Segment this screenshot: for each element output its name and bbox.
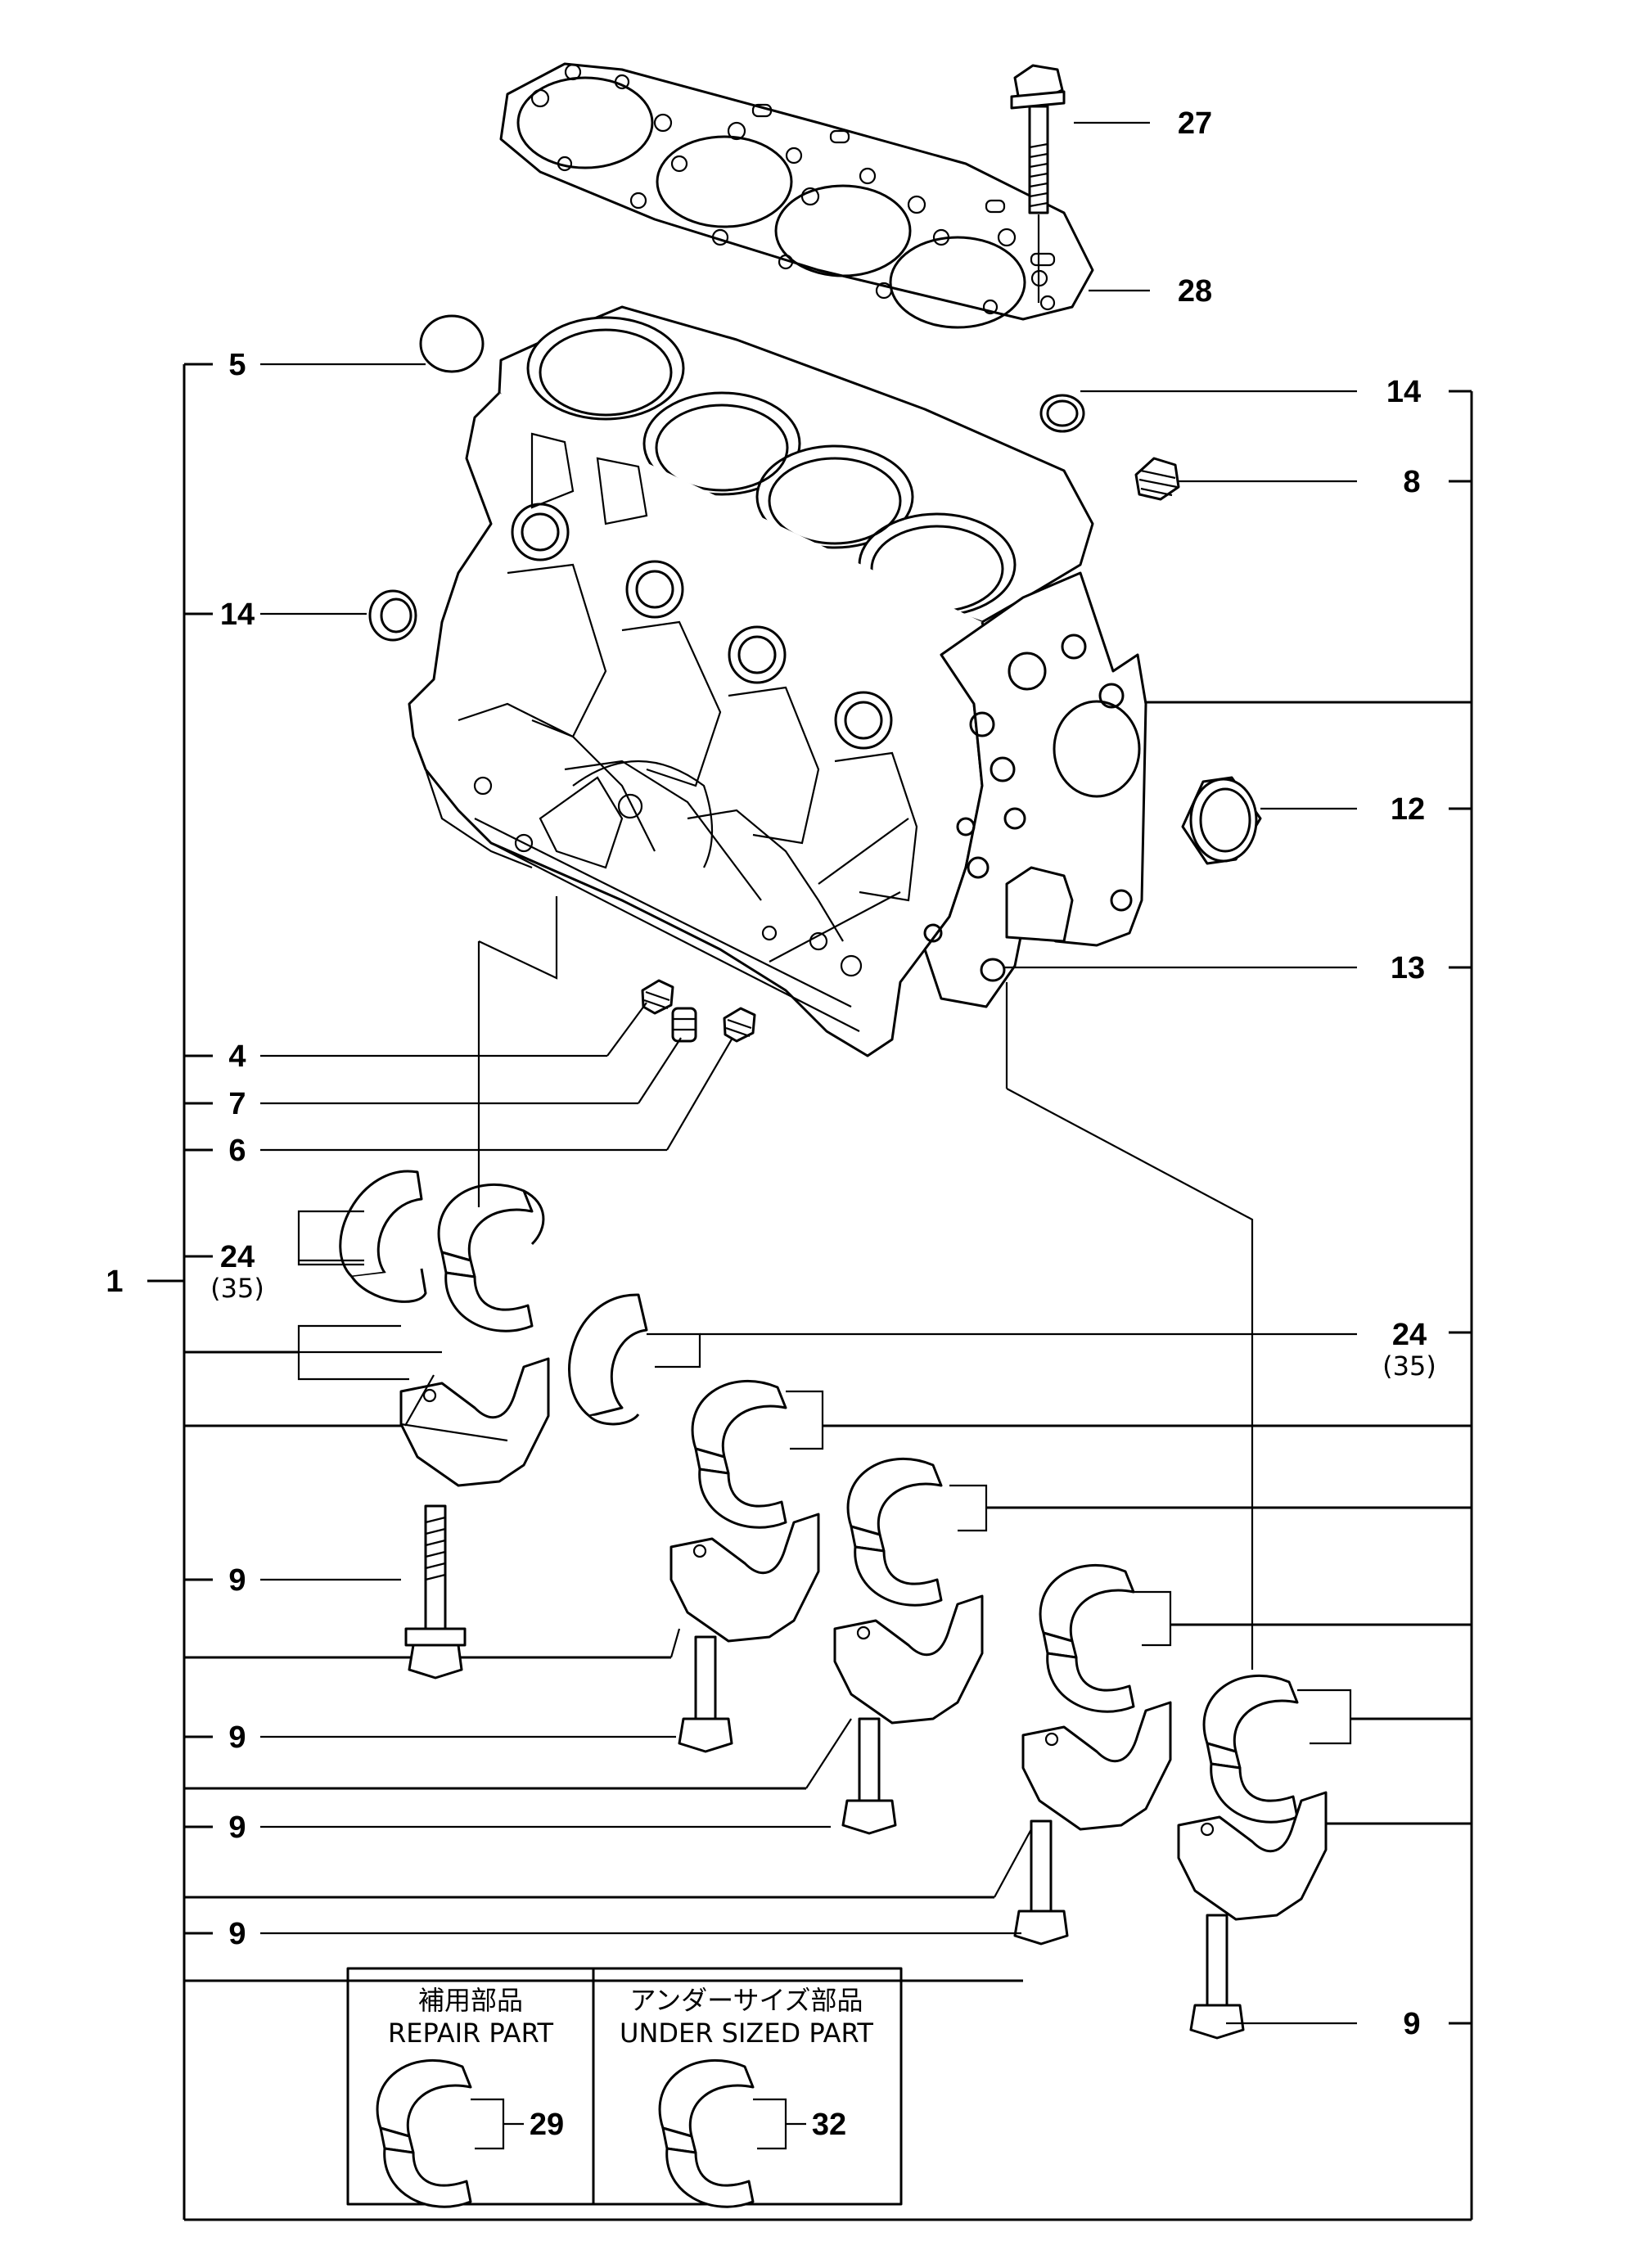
- label-13: 13: [1391, 951, 1425, 985]
- label-24-right: 24: [1392, 1318, 1427, 1352]
- label-9-a: 9: [228, 1563, 246, 1598]
- leader-lines: [260, 121, 1357, 2025]
- label-5: 5: [228, 348, 246, 382]
- plug-13: [980, 958, 1006, 982]
- main-bolt-2: [678, 1635, 733, 1753]
- head-gasket: [499, 62, 1094, 329]
- repair-part-bearing: [376, 2058, 472, 2208]
- thrust-washer-lower: [568, 1293, 648, 1426]
- label-14-right: 14: [1386, 375, 1421, 409]
- main-bearing-2: [691, 1379, 787, 1529]
- main-cap-5: [1177, 1791, 1328, 1921]
- label-27: 27: [1178, 106, 1212, 141]
- main-bearing-1: [437, 1183, 545, 1332]
- label-8: 8: [1403, 465, 1420, 499]
- main-cap-1: [399, 1357, 550, 1487]
- label-9-d: 9: [228, 1917, 246, 1951]
- legend-under-en: UNDER SIZED PART: [620, 2018, 873, 2049]
- right-bracket: [823, 390, 1473, 2220]
- label-12: 12: [1391, 792, 1425, 827]
- under-sized-part-bearing: [658, 2058, 755, 2208]
- main-bolt-1: [404, 1504, 467, 1680]
- label-32: 32: [812, 2108, 846, 2142]
- label-9-b: 9: [228, 1720, 246, 1755]
- main-bolt-4: [1013, 1819, 1069, 1946]
- legend-repair-en: REPAIR PART: [388, 2018, 553, 2049]
- plug-4: [641, 979, 674, 1015]
- main-bearing-4: [1039, 1563, 1135, 1713]
- plug-6: [723, 1007, 756, 1043]
- cylinder-block: [408, 305, 1147, 1057]
- label-24-left-sub: (35): [210, 1273, 264, 1304]
- plug-8: [1134, 457, 1180, 501]
- label-28: 28: [1178, 274, 1212, 309]
- legend-box: 補用部品 REPAIR PART アンダーサイズ部品 UNDER SIZED P…: [346, 1967, 903, 2208]
- main-bearing-5: [1202, 1674, 1299, 1824]
- label-9-e: 9: [1403, 2007, 1420, 2041]
- label-24-left: 24: [220, 1240, 255, 1274]
- legend-under-jp: アンダーサイズ部品: [629, 1985, 863, 2016]
- label-4: 4: [228, 1039, 246, 1074]
- main-bearing-3: [846, 1457, 943, 1607]
- callout-labels: 1 5 14 4 7 6 24 (35) 9 9 9 9 27 28 14 8 …: [106, 106, 1436, 2041]
- left-bracket: [147, 363, 1472, 2221]
- main-cap-4: [1021, 1701, 1172, 1831]
- label-1: 1: [106, 1265, 123, 1299]
- plug-5: [419, 314, 485, 373]
- main-cap-3: [833, 1594, 984, 1725]
- main-cap-2: [669, 1513, 820, 1643]
- main-bolt-5: [1189, 1914, 1245, 2040]
- legend-repair-jp: 補用部品: [418, 1985, 523, 2016]
- seal-14-left: [368, 589, 417, 642]
- main-bolt-3: [841, 1717, 897, 1835]
- label-29: 29: [530, 2108, 564, 2142]
- plug-7: [671, 1007, 697, 1043]
- label-24-right-sub: (35): [1382, 1350, 1436, 1382]
- label-14-left: 14: [220, 597, 255, 632]
- head-bolt: [1010, 64, 1066, 303]
- label-6: 6: [228, 1134, 246, 1168]
- label-7: 7: [228, 1087, 246, 1121]
- label-9-c: 9: [228, 1810, 246, 1845]
- bushing-12: [1181, 776, 1262, 865]
- thrust-washer-upper: [339, 1170, 427, 1303]
